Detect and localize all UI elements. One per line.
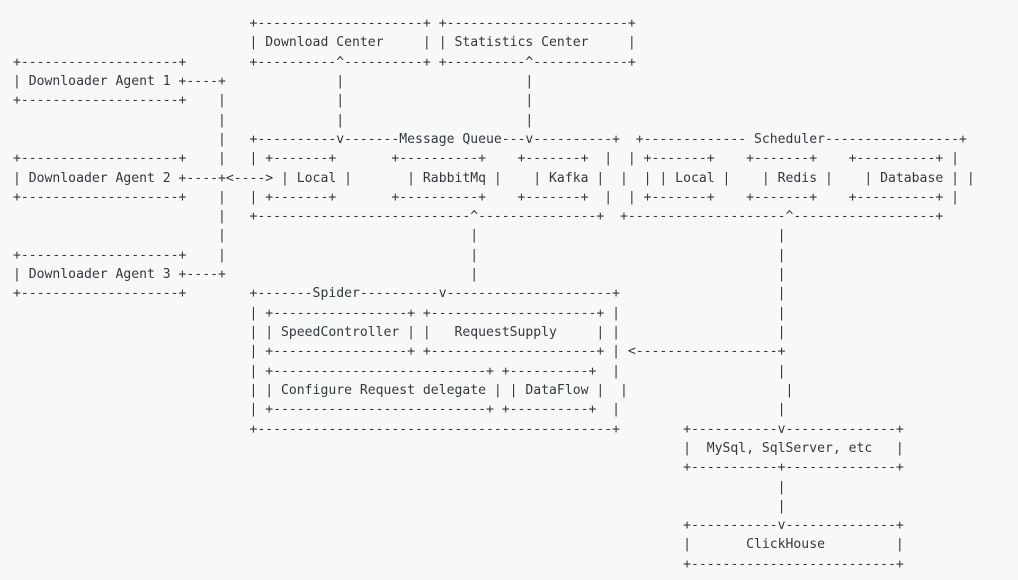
ascii-architecture-diagram: +---------------------+ +---------------… [13, 16, 975, 572]
